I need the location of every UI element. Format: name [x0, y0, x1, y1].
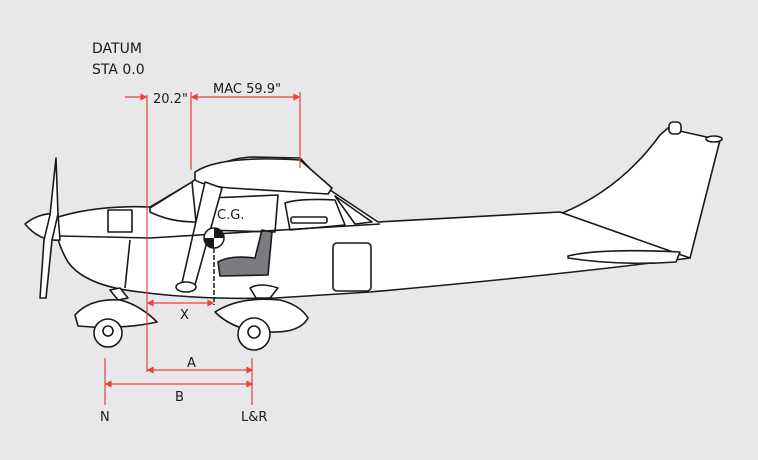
fuselage [54, 156, 691, 300]
mac-label: MAC 59.9" [213, 82, 282, 97]
station-label: STA 0.0 [92, 62, 145, 78]
rear-window [334, 195, 373, 225]
a-label: A [187, 356, 196, 371]
main-gear-label: L&R [241, 410, 268, 425]
cg-symbol [203, 227, 225, 249]
x-label: X [180, 308, 189, 323]
nose-wheel [93, 318, 123, 348]
propeller [39, 157, 59, 299]
main-wheel [237, 317, 271, 351]
cowl-line [59, 223, 381, 239]
horizontal-stabilizer [567, 249, 681, 265]
cg-label: C.G. [217, 208, 245, 223]
cowl-panel [107, 209, 133, 233]
window-handle [290, 216, 328, 224]
wing [194, 158, 333, 195]
nose-gear-label: N [100, 410, 110, 425]
tail-tip [705, 135, 723, 143]
datum-label: DATUM [92, 41, 142, 57]
b-label: B [175, 390, 184, 405]
datum-to-mac-label: 20.2" [153, 92, 188, 107]
strut-fitting [175, 281, 197, 293]
nose-gear-strut [109, 287, 129, 301]
side-window-rear [284, 198, 346, 231]
main-gear-strut [249, 284, 279, 299]
baggage-door [332, 242, 372, 292]
cowl-lower [124, 239, 131, 289]
tail-beacon [668, 121, 682, 135]
seat [217, 229, 273, 277]
